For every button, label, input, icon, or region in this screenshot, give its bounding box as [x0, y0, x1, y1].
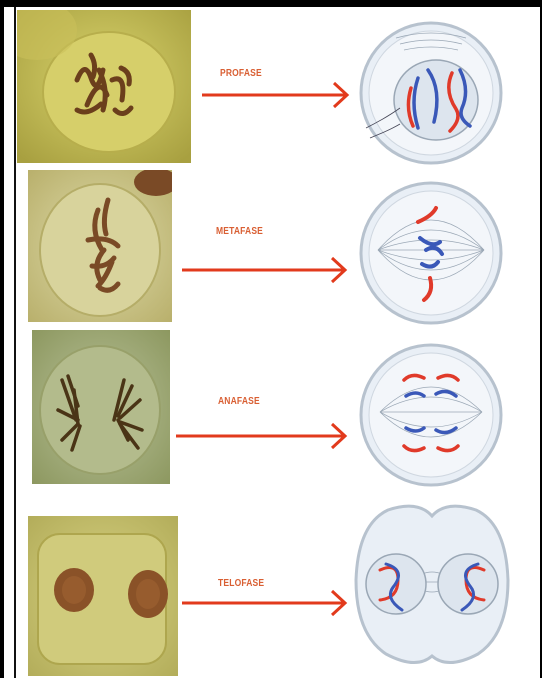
- arrow-prophase: [200, 80, 352, 110]
- micrograph-metaphase: [28, 170, 172, 322]
- arrow-telophase: [180, 588, 350, 618]
- arrow-anaphase: [174, 421, 350, 451]
- cell-diagram-prophase: [356, 18, 506, 168]
- arrow-metaphase: [180, 255, 350, 285]
- micrograph-telophase: [28, 516, 178, 676]
- cell-diagram-anaphase: [356, 340, 506, 490]
- phase-label-prophase: PROFASE: [220, 68, 262, 79]
- micrograph-prophase: [17, 10, 191, 163]
- micrograph-anaphase: [32, 330, 170, 484]
- cell-diagram-telophase: [354, 498, 510, 672]
- phase-label-anaphase: ANAFASE: [218, 396, 260, 407]
- frame-inner-line: [14, 7, 16, 678]
- cell-diagram-metaphase: [356, 178, 506, 328]
- phase-label-metaphase: METAFASE: [216, 226, 263, 237]
